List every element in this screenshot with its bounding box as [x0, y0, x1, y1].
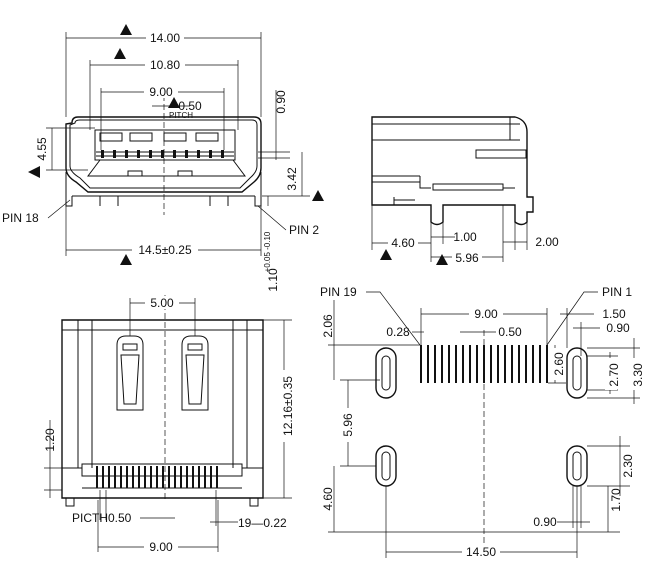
dim-front-090: 0.90 [274, 90, 288, 114]
dim-side-100: 1.00 [453, 230, 477, 244]
dim-front-tolerance: +0.05 -0.10 [263, 231, 272, 272]
pcb-dim-260: 2.60 [552, 352, 566, 376]
pcb-pin-19-label: PIN 19 [320, 285, 357, 299]
pcb-dim-460: 4.60 [321, 487, 335, 511]
pcb-dim-170: 1.70 [609, 488, 623, 512]
triangle-marker-icon [120, 24, 132, 35]
pcb-dim-150: 1.50 [602, 307, 626, 321]
pcb-dim-596: 5.96 [341, 413, 355, 437]
dim-front-1080: 10.80 [150, 58, 180, 72]
triangle-marker-icon [436, 254, 448, 265]
front-contacts [101, 150, 224, 158]
dim-side-460: 4.60 [391, 236, 415, 250]
triangle-marker-icon [114, 48, 126, 59]
top-contacts [96, 466, 218, 488]
pcb-dim-090-bottom: 0.90 [533, 515, 557, 529]
dim-front-145: 14.5±0.25 [138, 243, 192, 257]
dim-side-596: 5.96 [455, 251, 479, 265]
triangle-marker-icon [28, 166, 40, 178]
dim-front-050: 0.50 [178, 99, 202, 113]
side-view: 4.60 1.00 2.00 5.96 [371, 116, 559, 265]
triangle-marker-icon [120, 254, 132, 265]
dim-front-900: 9.00 [149, 85, 173, 99]
dim-front-pitch-small: PITCH [169, 111, 193, 120]
dim-front-455: 4.55 [35, 137, 49, 161]
dim-top-1216: 12.16±0.35 [281, 376, 295, 436]
pcb-dim-028: 0.28 [386, 325, 410, 339]
pcb-dim-330: 3.30 [631, 363, 645, 387]
pins-label: 19—0.22 [238, 516, 287, 530]
pcb-dim-270: 2.70 [607, 363, 621, 387]
pin-2-label: PIN 2 [289, 223, 319, 237]
pcb-dim-900: 9.00 [474, 307, 498, 321]
pcb-pad-array [420, 345, 548, 383]
triangle-marker-icon [168, 97, 180, 108]
dim-top-500: 5.00 [150, 296, 174, 310]
pcb-dim-206: 2.06 [321, 314, 335, 338]
top-view: 5.00 12.16±0.35 1.20 PICTH0.50 19—0.22 9… [43, 295, 295, 554]
pitch-label: PICTH0.50 [72, 511, 132, 525]
dim-side-200: 2.00 [535, 235, 559, 249]
pcb-dim-090-top: 0.90 [606, 321, 630, 335]
pcb-dim-230: 2.30 [621, 454, 635, 478]
pcb-pin-1-label: PIN 1 [602, 285, 632, 299]
dim-top-900: 9.00 [149, 540, 173, 554]
pcb-dim-050: 0.50 [498, 325, 522, 339]
pcb-dim-1450: 14.50 [466, 545, 496, 559]
pcb-layout: PIN 19 PIN 1 9.00 0.28 0.50 1.50 0.90 2.… [320, 285, 645, 559]
pin-18-label: PIN 18 [2, 211, 39, 225]
triangle-marker-icon [312, 190, 324, 201]
front-view: 14.00 10.80 9.00 0.50 PITCH 4.55 0.90 [2, 24, 324, 292]
triangle-marker-icon [380, 249, 392, 260]
dim-front-342: 3.42 [285, 167, 299, 191]
dim-top-120: 1.20 [43, 428, 57, 452]
dim-front-110: 1.10 [266, 268, 280, 292]
dim-front-14: 14.00 [150, 31, 180, 45]
